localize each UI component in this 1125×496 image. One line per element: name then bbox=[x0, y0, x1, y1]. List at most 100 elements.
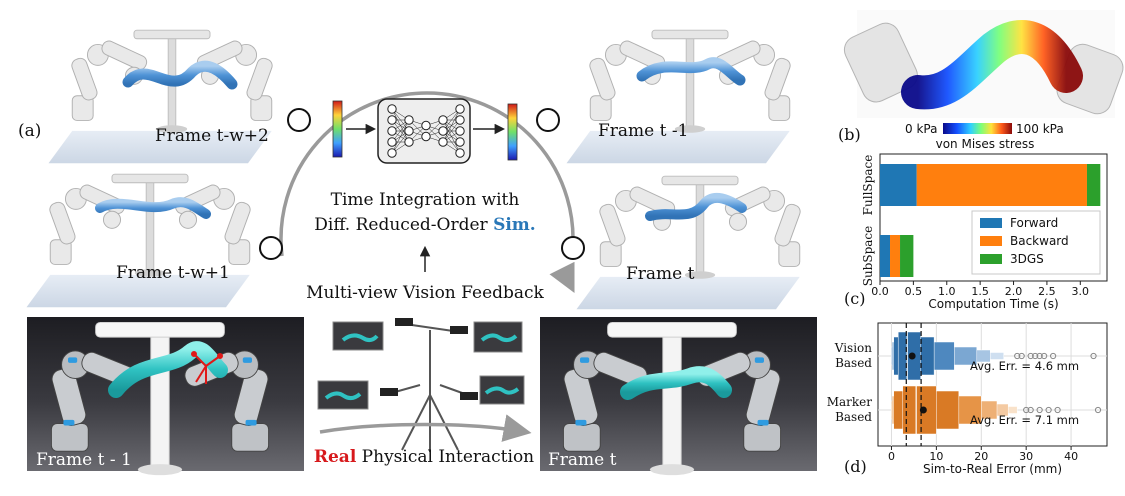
outlier-point bbox=[1014, 352, 1021, 360]
nn-node bbox=[455, 104, 465, 114]
stress-tube bbox=[901, 20, 1083, 110]
x-tick-label: 2.0 bbox=[1005, 285, 1023, 298]
x-tick-label: 10 bbox=[929, 450, 943, 463]
x-tick-label: 2.5 bbox=[1038, 285, 1056, 298]
stress-colorbar bbox=[943, 123, 1012, 134]
panel-label-c: (c) bbox=[844, 289, 865, 308]
photo-left: Frame t - 1 bbox=[27, 317, 304, 476]
marker-frame-red bbox=[191, 351, 223, 384]
avg-error-label: Avg. Err. = 4.6 mm bbox=[970, 359, 1079, 373]
nn-node bbox=[387, 148, 397, 158]
nn-node bbox=[387, 126, 397, 136]
time-loop-arrowhead bbox=[549, 261, 575, 294]
nn-node bbox=[404, 137, 414, 147]
panel-label-b: (b) bbox=[838, 125, 861, 144]
nn-node bbox=[438, 115, 448, 125]
x-tick-label: 0 bbox=[888, 450, 895, 463]
loop-node bbox=[536, 108, 560, 132]
outlier-point bbox=[1023, 406, 1030, 414]
outlier-point bbox=[1045, 406, 1052, 414]
legend-swatch bbox=[980, 218, 1002, 228]
real-tube bbox=[620, 366, 732, 400]
outlier-point bbox=[1027, 406, 1034, 414]
bar-forward bbox=[880, 164, 917, 206]
bar-backward bbox=[916, 164, 1087, 206]
time-loop-arc bbox=[279, 91, 575, 257]
x-tick-label: 30 bbox=[1019, 450, 1033, 463]
nn-node bbox=[455, 148, 465, 158]
loop-node bbox=[259, 236, 283, 260]
x-tick-label: 1.0 bbox=[938, 285, 956, 298]
sim-tube bbox=[122, 60, 238, 90]
x-tick-label: 40 bbox=[1064, 450, 1078, 463]
x-tick-label: 20 bbox=[974, 450, 988, 463]
outlier-point bbox=[1032, 352, 1039, 360]
photo-right: Frame t bbox=[540, 317, 817, 476]
mean-marker bbox=[908, 352, 916, 360]
legend-entry: 3DGS bbox=[1010, 252, 1044, 266]
outlier-point bbox=[1041, 352, 1048, 360]
legend-entry: Forward bbox=[1010, 216, 1058, 230]
colorbar-caption: von Mises stress bbox=[936, 137, 1035, 151]
x-tick-label: 3.0 bbox=[1072, 285, 1090, 298]
real-interaction-arrow bbox=[319, 414, 532, 442]
loop-node bbox=[287, 108, 311, 132]
x-axis-label: Computation Time (s) bbox=[928, 297, 1058, 311]
sim-frame-middle-left: Frame t-w+1 bbox=[26, 173, 253, 308]
x-tick-label: 0.5 bbox=[905, 285, 923, 298]
network-diagram bbox=[332, 98, 518, 164]
output-colorbar bbox=[507, 103, 518, 161]
outlier-point bbox=[1036, 352, 1043, 360]
boxen-core bbox=[902, 385, 937, 435]
category-label: SubSpace bbox=[861, 226, 875, 287]
plot-frame bbox=[877, 322, 1108, 447]
panel-label-a: (a) bbox=[18, 121, 41, 141]
sim-frame-middle-right: Frame t bbox=[576, 175, 803, 310]
nn-node bbox=[387, 104, 397, 114]
nn-node bbox=[387, 137, 397, 147]
x-tick-label: 0.0 bbox=[871, 285, 889, 298]
plot-frame bbox=[879, 153, 1108, 282]
frame-label-t: Frame t bbox=[626, 264, 695, 284]
outlier-point bbox=[1050, 352, 1057, 360]
sim-tube bbox=[95, 197, 211, 219]
real-interaction-text: Real Physical Interaction bbox=[314, 447, 534, 467]
category-label: Based bbox=[835, 356, 872, 370]
nn-node bbox=[421, 131, 431, 142]
photo-label-right: Frame t bbox=[548, 450, 617, 470]
avg-error-label: Avg. Err. = 7.1 mm bbox=[970, 413, 1079, 427]
real-tube bbox=[108, 341, 228, 398]
nn-node bbox=[404, 115, 414, 125]
nn-node bbox=[455, 126, 465, 136]
bar-backward bbox=[890, 235, 901, 277]
reduced-order-text: Diff. Reduced-Order Sim. bbox=[314, 215, 535, 235]
bar-3dgs bbox=[900, 235, 914, 277]
bar-forward bbox=[880, 235, 891, 277]
nn-node bbox=[455, 137, 465, 147]
panel-label-d: (d) bbox=[844, 457, 867, 476]
loop-node bbox=[561, 236, 585, 260]
sim-frame-top-left: Frame t-w+2 bbox=[48, 29, 275, 164]
frame-label-t-minus-1: Frame t -1 bbox=[598, 121, 688, 141]
colorbar-min-label: 0 kPa bbox=[905, 122, 937, 136]
colorbar-max-label: 100 kPa bbox=[1016, 122, 1064, 136]
outlier-point bbox=[1018, 352, 1025, 360]
nn-node bbox=[387, 115, 397, 125]
outlier-point bbox=[1036, 406, 1043, 414]
camera-rig bbox=[317, 318, 525, 452]
category-label: Vision bbox=[834, 341, 873, 355]
camera-thumbnails bbox=[317, 321, 525, 410]
time-integration-text: Time Integration with bbox=[331, 190, 520, 210]
legend-swatch bbox=[980, 236, 1002, 246]
nn-node bbox=[438, 137, 448, 147]
outlier-point bbox=[1090, 352, 1097, 360]
x-tick-label: 1.5 bbox=[971, 285, 989, 298]
legend-swatch bbox=[980, 254, 1002, 264]
nn-node bbox=[421, 120, 431, 131]
legend-entry: Backward bbox=[1010, 234, 1069, 248]
category-label: FullSpace bbox=[861, 155, 875, 216]
x-axis-label: Sim-to-Real Error (mm) bbox=[923, 462, 1062, 476]
nn-node bbox=[455, 115, 465, 125]
